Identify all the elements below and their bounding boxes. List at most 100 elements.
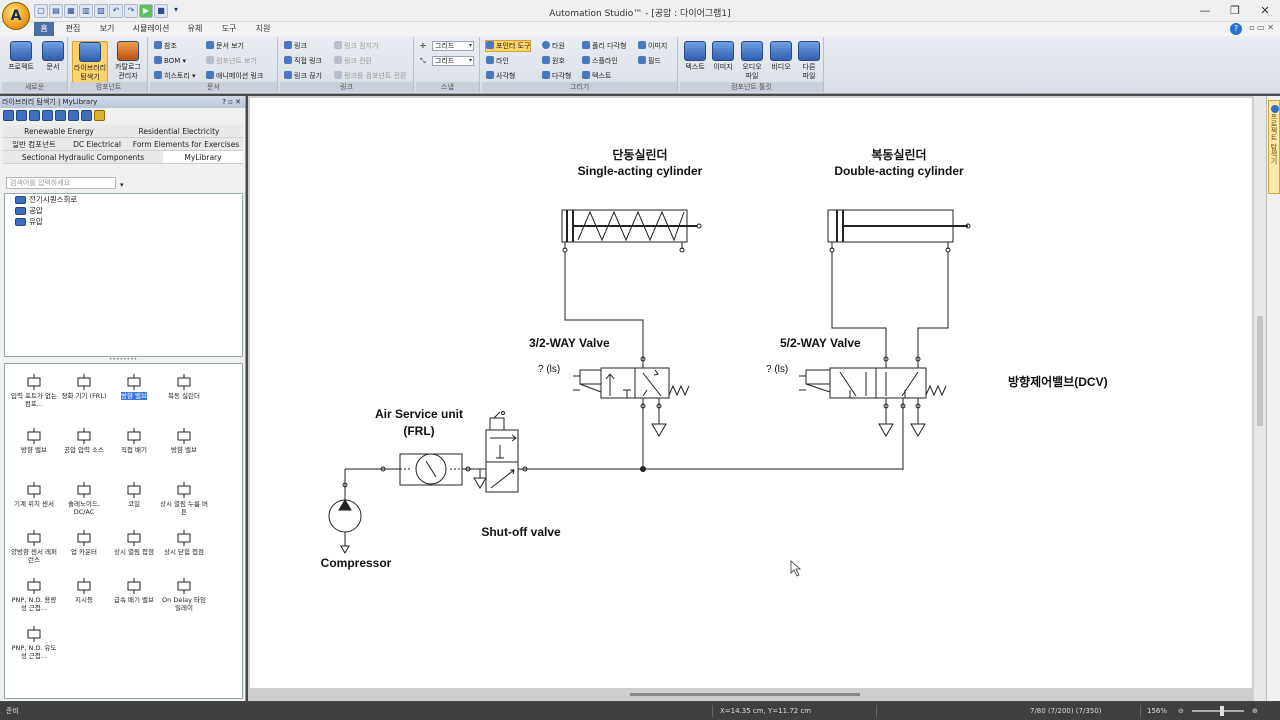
- palette-item[interactable]: 직접 배기: [109, 428, 159, 454]
- pointer-tool-button[interactable]: 포인터 도구: [485, 40, 532, 52]
- compressor[interactable]: [328, 466, 400, 555]
- close-button[interactable]: ✕: [1260, 4, 1270, 17]
- shutoff-valve[interactable]: [473, 411, 528, 493]
- frl-unit[interactable]: [399, 453, 486, 486]
- zoom-in-icon[interactable]: ⊕: [1252, 707, 1258, 715]
- tab-form-elements[interactable]: Form Elements for Exercises: [129, 138, 243, 151]
- direct-link-button[interactable]: 직접 링크: [284, 56, 322, 66]
- palette-item[interactable]: 급속 배기 밸브: [109, 578, 159, 604]
- diagram-canvas[interactable]: 단동실린더 Single-acting cylinder 복동실린더 Doubl…: [250, 98, 1252, 688]
- palette-item[interactable]: 방향 밸브: [9, 428, 59, 454]
- grid-combo-1[interactable]: 그리드: [432, 41, 474, 51]
- link-switch-button[interactable]: 링크 전환: [334, 56, 372, 66]
- image-draw-button[interactable]: 이미지: [638, 41, 667, 51]
- tool-other-file-button[interactable]: 다른 파일: [796, 41, 822, 81]
- ribbon-controls[interactable]: ▫ ▭ ✕: [1249, 23, 1274, 32]
- single-acting-cylinder[interactable]: [561, 209, 702, 253]
- palette-item[interactable]: 정화 기기 (FRL): [59, 374, 109, 400]
- library-gem-icon[interactable]: [55, 110, 66, 121]
- play-icon[interactable]: ▶: [139, 4, 153, 18]
- library-list-icon[interactable]: [81, 110, 92, 121]
- lock-icon[interactable]: [94, 110, 105, 121]
- palette-item[interactable]: 상시 열림 접점: [109, 530, 159, 556]
- palette-item[interactable]: PNP, N.O. 유도성 근접...: [9, 626, 59, 660]
- library-book2-icon[interactable]: [16, 110, 27, 121]
- panel-splitter[interactable]: ••••••••: [108, 356, 138, 363]
- link-to-component-button[interactable]: 링크를 컴포넌트 전환: [334, 71, 406, 81]
- tool-audio-button[interactable]: 오디오 파일: [738, 41, 766, 81]
- print-icon[interactable]: ▥: [79, 4, 93, 18]
- save-icon[interactable]: ▦: [64, 4, 78, 18]
- field-button[interactable]: 필드: [638, 56, 661, 66]
- tool-text-button[interactable]: 텍스트: [682, 41, 708, 72]
- new-document-button[interactable]: 문서: [40, 41, 66, 72]
- palette-item[interactable]: 복동 실린더: [159, 374, 209, 400]
- link-break-button[interactable]: 링크 끊기: [284, 71, 322, 81]
- tab-edit[interactable]: 편집: [65, 24, 81, 33]
- zoom-out-icon[interactable]: ⊖: [1178, 707, 1184, 715]
- palette-item[interactable]: 방향 밸브: [109, 374, 159, 400]
- link-jump-button[interactable]: 링크 점지기: [334, 41, 378, 51]
- palette-item[interactable]: 기계 위치 센서: [9, 482, 59, 508]
- reference-button[interactable]: 참조: [154, 41, 177, 51]
- tab-view[interactable]: 보기: [99, 24, 115, 33]
- vertical-scroll-thumb[interactable]: [1257, 316, 1263, 426]
- zoom-slider[interactable]: [1192, 710, 1244, 712]
- new-icon[interactable]: ▢: [34, 4, 48, 18]
- qat-menu-icon[interactable]: ▾: [173, 5, 178, 14]
- palette-item[interactable]: 업 카운터: [59, 530, 109, 556]
- tree-item-electrical-sequence[interactable]: 전기시퀀스회로: [5, 194, 242, 205]
- polygon-button[interactable]: 다각형: [542, 71, 571, 81]
- palette-item[interactable]: 상시 열림 누름 버튼: [159, 482, 209, 516]
- library-edit-icon[interactable]: [42, 110, 53, 121]
- tab-renewable-energy[interactable]: Renewable Energy: [3, 125, 115, 138]
- library-explorer-button[interactable]: 라이브러리 탐색기: [72, 41, 108, 83]
- spline-button[interactable]: 스플라인: [582, 56, 618, 66]
- valve-3-2-way[interactable]: [573, 356, 690, 470]
- tree-item-hydraulic[interactable]: 유압: [5, 216, 242, 227]
- component-view-button[interactable]: 컴포넌트 보기: [206, 56, 257, 66]
- tab-sectional-hydraulic[interactable]: Sectional Hydraulic Components: [3, 151, 163, 164]
- grid-combo-2[interactable]: 그리드: [432, 56, 474, 66]
- stop-icon[interactable]: ■: [154, 4, 168, 18]
- library-shared-icon[interactable]: [29, 110, 40, 121]
- line-button[interactable]: 라인: [486, 56, 509, 66]
- tab-simulation[interactable]: 시뮬레이션: [132, 24, 170, 33]
- minimize-button[interactable]: —: [1199, 4, 1211, 17]
- panel-title-buttons[interactable]: ? ▫ ✕: [222, 98, 241, 106]
- zoom-slider-thumb[interactable]: [1220, 706, 1224, 716]
- library-book-icon[interactable]: [3, 110, 14, 121]
- valve-5-2-way[interactable]: [799, 356, 947, 470]
- palette-item[interactable]: 공압 압력 소스: [59, 428, 109, 454]
- app-logo-icon[interactable]: A: [2, 2, 30, 30]
- tool-video-button[interactable]: 비디오: [768, 41, 794, 72]
- open-icon[interactable]: ▤: [49, 4, 63, 18]
- library-search-input[interactable]: 검색어를 입력하세요: [6, 177, 116, 189]
- tab-residential-electricity[interactable]: Residential Electricity: [115, 125, 243, 138]
- text-draw-button[interactable]: 텍스트: [582, 71, 611, 81]
- search-dropdown-icon[interactable]: ▾: [120, 181, 124, 189]
- history-button[interactable]: 히스토리 ▾: [154, 71, 196, 81]
- palette-item[interactable]: PNP, N.O. 용량성 근접...: [9, 578, 59, 612]
- tool-image-button[interactable]: 이미지: [710, 41, 736, 72]
- project-explorer-tab[interactable]: 프로젝트 탐색기: [1268, 100, 1280, 194]
- bom-button[interactable]: BOM ▾: [154, 56, 186, 66]
- arc-button[interactable]: 원호: [542, 56, 565, 66]
- palette-item[interactable]: 양방향 센서 레퍼런스: [9, 530, 59, 564]
- palette-item[interactable]: 입력 포트가 없는 컴포...: [9, 374, 59, 408]
- catalog-manager-button[interactable]: 카탈로그 관리자: [110, 41, 146, 81]
- tab-support[interactable]: 지원: [255, 24, 271, 33]
- palette-item[interactable]: 방향 밸브: [159, 428, 209, 454]
- library-tree-icon[interactable]: [68, 110, 79, 121]
- vertical-scrollbar[interactable]: [1254, 96, 1266, 701]
- link-button[interactable]: 링크: [284, 41, 307, 51]
- palette-item[interactable]: 상시 닫힘 접점: [159, 530, 209, 556]
- tab-home[interactable]: 홈: [34, 22, 54, 36]
- palette-item[interactable]: 솔레노이드, DC/AC: [59, 482, 109, 516]
- tab-general-components[interactable]: 일반 컴포넌트: [3, 138, 65, 151]
- palette-item[interactable]: On Delay 타임 릴레이: [159, 578, 209, 612]
- maximize-button[interactable]: ❐: [1230, 4, 1240, 17]
- horizontal-scrollbar[interactable]: [630, 693, 860, 696]
- tab-mylibrary[interactable]: MyLibrary: [163, 151, 243, 164]
- tree-item-pneumatic[interactable]: 공압: [5, 205, 242, 216]
